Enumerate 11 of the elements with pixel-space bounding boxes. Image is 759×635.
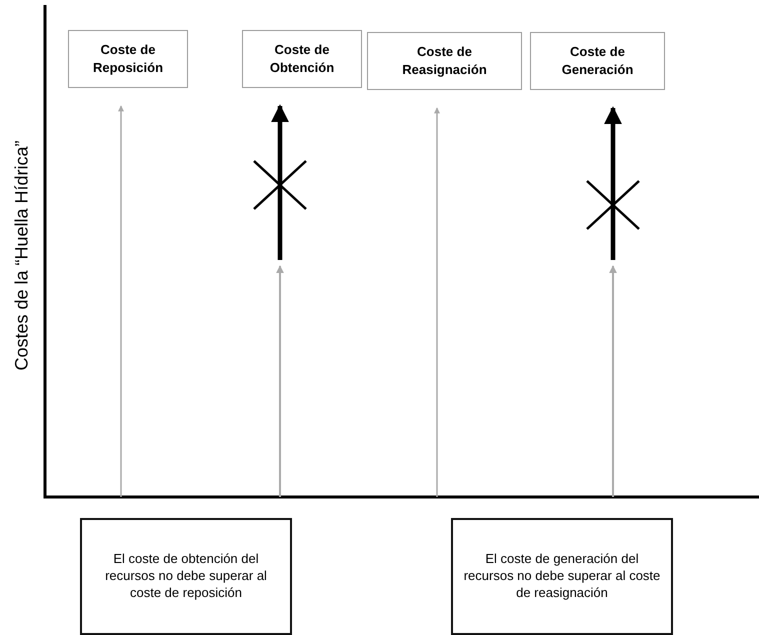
arrow	[118, 105, 124, 497]
cost-box: Coste de Obtención	[242, 30, 362, 88]
cost-box: Coste de Reasignación	[367, 32, 522, 90]
arrow	[434, 107, 440, 497]
arrow	[271, 104, 289, 260]
cost-box: Coste de Generación	[530, 32, 665, 90]
cost-box: Coste de Reposición	[68, 30, 188, 88]
arrow	[604, 106, 622, 260]
axis-title: Costes de la “Huella Hídrica”	[12, 139, 32, 373]
note-box: El coste de generación del recursos no debe superar al coste de reasignación	[451, 518, 673, 635]
note-box: El coste de obtención del recursos no debe superar al coste de reposición	[80, 518, 292, 635]
